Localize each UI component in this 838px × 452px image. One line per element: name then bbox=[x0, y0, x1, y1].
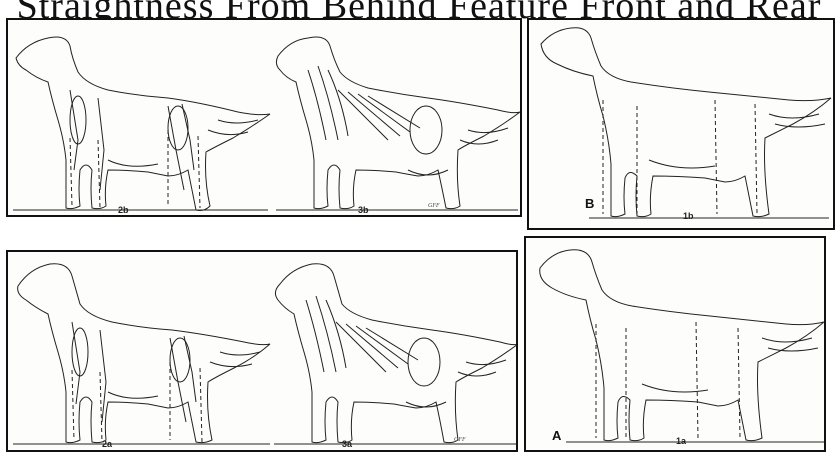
panel-outline-a: A 1a bbox=[524, 236, 826, 452]
setter-outline-2a bbox=[18, 264, 270, 443]
figure-label-2b: 2b bbox=[118, 205, 129, 215]
plumb-lines-1a bbox=[596, 322, 740, 438]
figure-label-2a: 2a bbox=[102, 439, 112, 449]
setter-drawing-pair-b bbox=[8, 20, 522, 217]
figure-label-3b: 3b bbox=[358, 205, 369, 215]
setter-outline-2b bbox=[16, 37, 270, 211]
figure-label-3a: 3a bbox=[342, 439, 352, 449]
thigh-muscle-3b bbox=[410, 106, 442, 154]
view-letter-b: B bbox=[585, 196, 594, 211]
feathering-1b bbox=[649, 114, 825, 168]
setter-outline-3a bbox=[275, 264, 518, 443]
panel-outline-b: B 1b bbox=[527, 18, 835, 230]
plumb-lines-1b bbox=[603, 100, 757, 214]
pelvis-2b bbox=[168, 106, 188, 150]
scapula-2b bbox=[70, 96, 86, 144]
panel-skeletal-muscular-a: 2a 3a GFF bbox=[6, 250, 518, 452]
artist-signature: GFF bbox=[454, 437, 466, 443]
feathering-2b bbox=[108, 120, 258, 166]
pelvis-2a bbox=[170, 338, 190, 382]
setter-drawing-pair-a bbox=[8, 252, 518, 452]
setter-outline-1b bbox=[541, 28, 831, 217]
feathering-2a bbox=[108, 352, 260, 398]
setter-drawing-1a bbox=[526, 238, 826, 452]
scapula-2a bbox=[72, 328, 88, 376]
figure-label-1b: 1b bbox=[683, 211, 694, 221]
setter-drawing-1b bbox=[529, 20, 835, 230]
muscle-lines-3b bbox=[308, 66, 420, 140]
panel-skeletal-muscular-b: 2b 3b GFF bbox=[6, 18, 522, 217]
artist-signature: GFF bbox=[428, 203, 440, 209]
muscle-lines-3a bbox=[306, 296, 418, 372]
figure-label-1a: 1a bbox=[676, 436, 686, 446]
view-letter-a: A bbox=[552, 428, 561, 443]
feathering-1a bbox=[642, 338, 818, 392]
setter-outline-1a bbox=[540, 250, 824, 441]
thigh-muscle-3a bbox=[408, 338, 440, 386]
plumb-lines-2b bbox=[70, 130, 200, 208]
